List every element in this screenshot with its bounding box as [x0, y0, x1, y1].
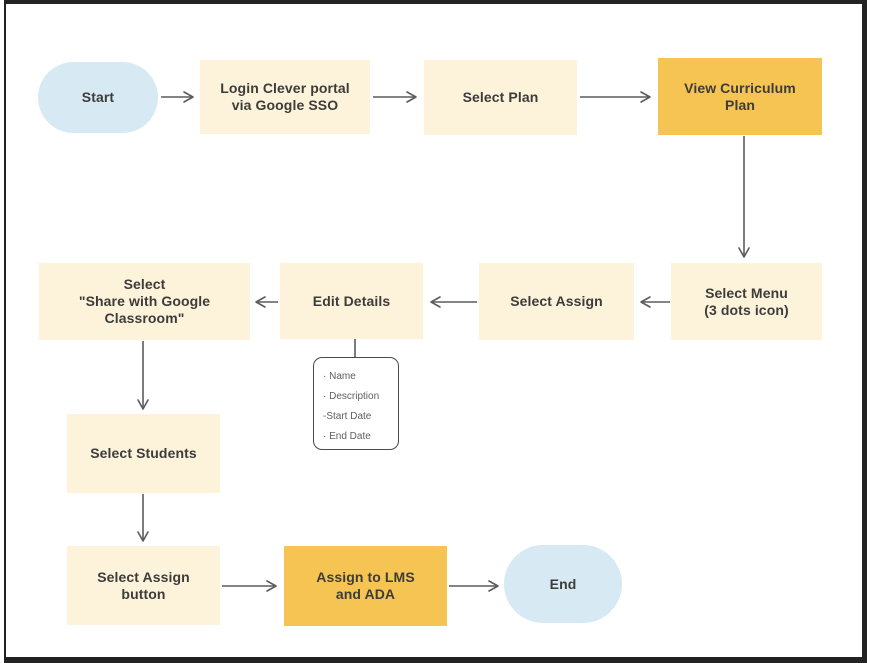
note-item-end-date: · End Date — [323, 431, 371, 442]
note-item-name: · Name — [323, 371, 356, 382]
node-select-assign: Select Assign — [479, 263, 634, 340]
node-start: Start — [38, 62, 158, 133]
node-edit-details: Edit Details — [280, 263, 423, 339]
node-end: End — [504, 545, 622, 623]
edit-details-note: · Name · Description -Start Date · End D… — [313, 357, 399, 450]
node-select-menu: Select Menu (3 dots icon) — [671, 263, 822, 340]
note-item-start-date: -Start Date — [323, 411, 372, 422]
node-select-assign-button: Select Assign button — [67, 546, 220, 625]
node-select-students: Select Students — [67, 414, 220, 493]
node-view-curriculum-plan: View Curriculum Plan — [658, 58, 822, 135]
note-item-description: · Description — [323, 391, 380, 402]
node-select-share-google-classroom: Select "Share with Google Classroom" — [39, 263, 250, 340]
node-select-plan: Select Plan — [424, 60, 577, 135]
node-login-clever-portal: Login Clever portal via Google SSO — [200, 60, 370, 134]
node-assign-to-lms-and-ada: Assign to LMS and ADA — [284, 546, 447, 626]
